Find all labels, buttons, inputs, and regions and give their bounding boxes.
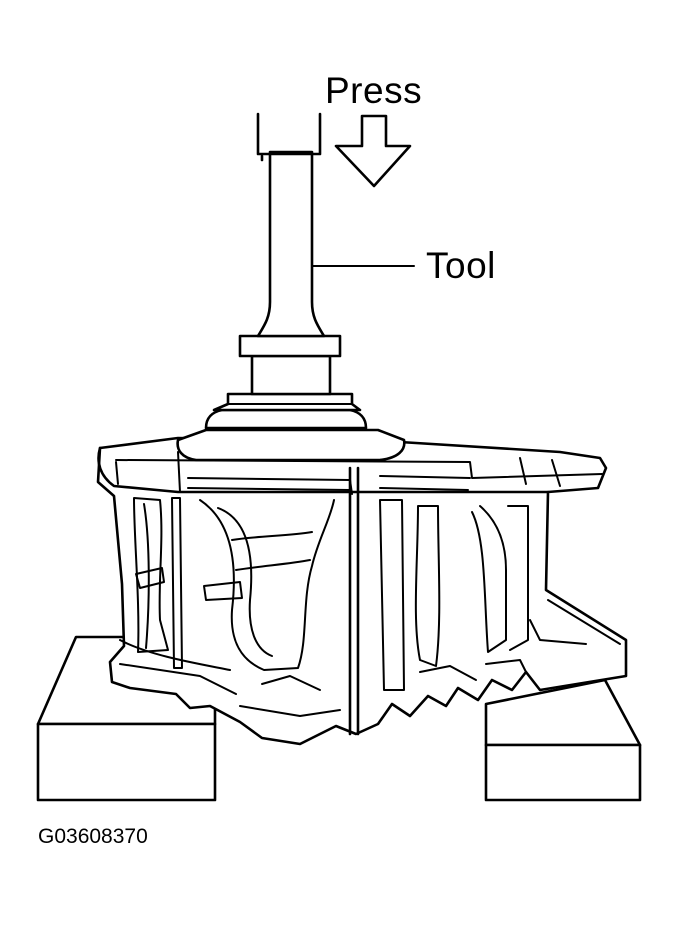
press-label: Press — [325, 70, 423, 111]
housing — [96, 428, 628, 746]
down-arrow-icon — [334, 114, 412, 188]
tool-label: Tool — [426, 245, 496, 286]
press-tool — [256, 112, 326, 338]
bearing-stack — [204, 334, 368, 430]
support-block-right — [484, 678, 642, 802]
figure-code: G03608370 — [38, 825, 148, 848]
